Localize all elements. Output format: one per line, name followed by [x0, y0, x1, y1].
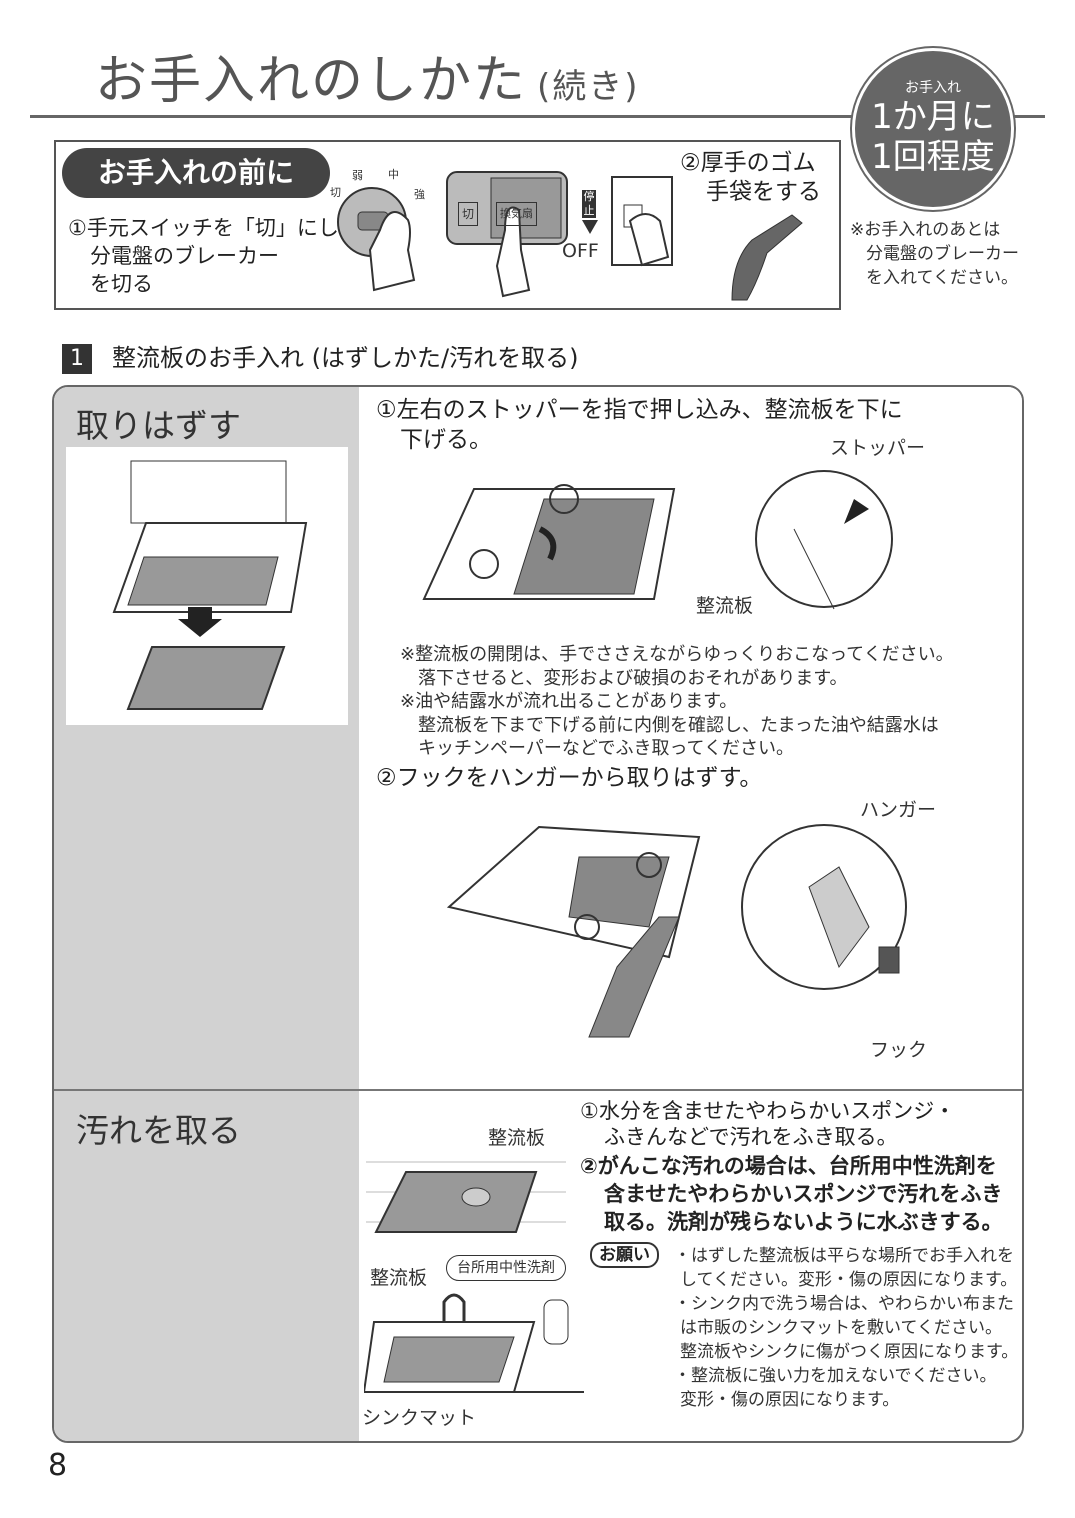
before-step2-line2: 手袋をする: [706, 179, 821, 205]
clean-step2-line1: ②がんこな汚れの場合は、台所用中性洗剤を: [580, 1154, 997, 1178]
label-sinkmat: シンクマット: [362, 1407, 477, 1429]
clean-step2-line2: 含ませたやわらかいスポンジで汚れをふき: [604, 1182, 1003, 1206]
remove-step1-line1: ①左右のストッパーを指で押し込み、整流板を下に: [376, 397, 903, 423]
section1-title: 整流板のお手入れ (はずしかた/汚れを取る): [112, 344, 579, 372]
before-step1-line3: を切る: [90, 272, 153, 296]
remove-step1-line2: 下げる。: [400, 427, 492, 453]
before-step1-line1: ①手元スイッチを「切」にし、: [68, 216, 360, 240]
dial-label-weak: 弱: [352, 169, 363, 182]
request-5: 整流板やシンクに傷がつく原因になります。: [680, 1342, 1019, 1362]
label-plate-bottom: 整流板: [370, 1267, 428, 1289]
off-label: OFF: [562, 240, 599, 262]
page-number: 8: [48, 1448, 68, 1483]
clean-step1-line1: ①水分を含ませたやわらかいスポンジ・: [580, 1099, 956, 1123]
frequency-badge: お手入れ 1か月に 1回程度: [852, 48, 1014, 210]
label-hook: フック: [870, 1039, 928, 1061]
remove-note-2: 落下させると、変形および破損のおそれがあります。: [418, 668, 848, 689]
dial-label-strong: 強: [414, 188, 425, 201]
badge-line1: 1か月に: [871, 97, 995, 137]
switch-label-off: 切: [458, 202, 479, 226]
section1-heading: 1 整流板のお手入れ (はずしかた/汚れを取る): [62, 338, 578, 374]
request-7: 変形・傷の原因になります。: [680, 1390, 900, 1410]
request-6: ・整流板に強い力を加えないでください。: [674, 1366, 997, 1386]
wipe-illustration: [366, 1161, 566, 1233]
remove-note-4: 整流板を下まで下げる前に内側を確認し、たまった油や結露水は: [418, 715, 939, 736]
badge-line2: 1回程度: [871, 137, 995, 177]
stop-label: 停止: [582, 190, 596, 218]
request-4: は市販のシンクマットを敷いてください。: [680, 1318, 1002, 1338]
request-3: ・シンク内で洗う場合は、やわらかい布また: [674, 1294, 1014, 1314]
remove-note-1: ※整流板の開閉は、手でささえながらゆっくりおこなってください。: [400, 644, 954, 665]
remove-step2: ②フックをハンガーから取りはずす。: [376, 765, 763, 791]
before-step2-line1: ②厚手のゴム: [680, 150, 816, 176]
badge-small: お手入れ: [905, 80, 961, 96]
glove-illustration: [731, 214, 803, 301]
clean-step1-line2: ふきんなどで汚れをふき取る。: [604, 1125, 898, 1149]
dial-switch-illustration: [337, 187, 416, 292]
sink-illustration: [364, 1293, 584, 1393]
section-divider: [54, 1089, 1022, 1091]
label-hanger: ハンガー: [860, 799, 937, 821]
hanger-illustration: [446, 824, 907, 1038]
after-note-line1: ※お手入れのあとは: [850, 220, 1001, 240]
remove-heading: 取りはずす: [76, 406, 241, 445]
clean-heading: 汚れを取る: [76, 1111, 241, 1150]
down-arrow-icon: [582, 220, 598, 234]
page-title-main: お手入れのしかた: [95, 51, 528, 111]
request-2: してください。変形・傷の原因になります。: [680, 1270, 1018, 1290]
title-rule: [30, 115, 1045, 118]
label-plate-1: 整流板: [696, 595, 754, 617]
request-1: ・はずした整流板は平らな場所でお手入れを: [674, 1246, 1014, 1266]
label-plate-top: 整流板: [488, 1127, 546, 1149]
switch-panel-illustration: [446, 171, 568, 298]
remove-note-3: ※油や結露水が流れ出ることがあります。: [400, 691, 738, 712]
page-title: お手入れのしかた(続き): [95, 38, 640, 113]
main-panel: 取りはずす ①左右のストッパーを指で押し込み、整流板を下に 下げる。 ストッパー…: [52, 385, 1024, 1443]
section1-number: 1: [62, 344, 92, 374]
stopper-illustration: [422, 470, 893, 610]
label-stopper: ストッパー: [830, 437, 926, 459]
dial-label-off: 切: [330, 186, 341, 199]
remove-note-5: キッチンペーパーなどでふき取ってください。: [418, 738, 795, 759]
breaker-illustration: [611, 176, 673, 267]
switch-label-fan: 換気扇: [496, 202, 537, 226]
clean-step2-line3: 取る。洗剤が残らないように水ぶきする。: [604, 1210, 1003, 1234]
before-step1-line2: 分電盤のブレーカー: [90, 244, 279, 268]
page-title-sub: (続き): [537, 67, 640, 107]
before-heading: お手入れの前に: [62, 148, 330, 198]
label-detergent: 台所用中性洗剤: [446, 1255, 566, 1281]
after-note-line3: を入れてください。: [866, 268, 1018, 288]
dial-label-mid: 中: [388, 168, 399, 181]
remove-overview-illustration: [66, 447, 348, 725]
after-note-line2: 分電盤のブレーカー: [866, 244, 1019, 264]
onegai-badge: お願い: [590, 1242, 659, 1268]
onegai-label: お願い: [590, 1242, 659, 1268]
